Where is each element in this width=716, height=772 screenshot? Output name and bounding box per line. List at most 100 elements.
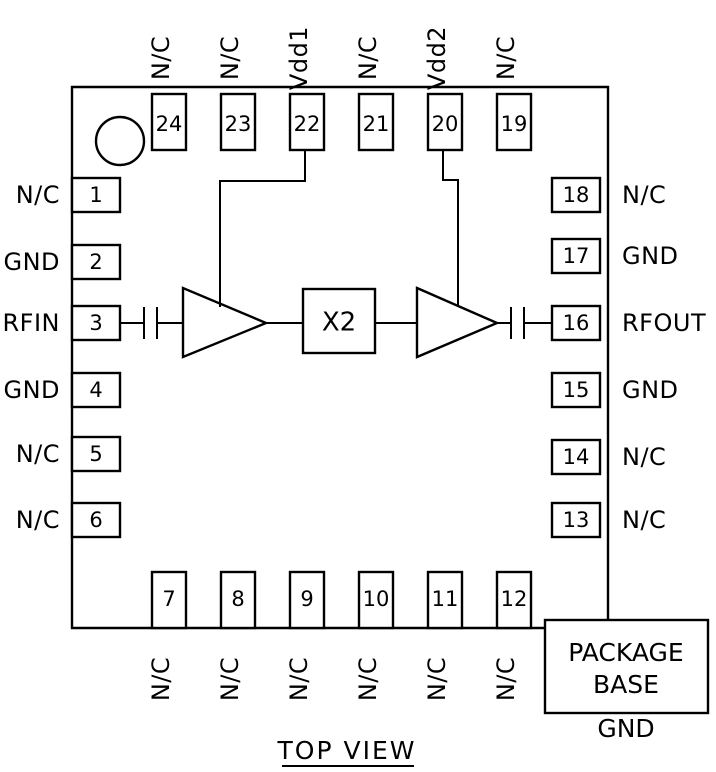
bottom-pin-group: 7 N/C 8 N/C 9 N/C 10 N/C 11 N/C xyxy=(147,570,533,701)
frequency-multiplier-block xyxy=(301,287,377,355)
pin-number-19: 19 xyxy=(501,112,528,136)
pin-pad-rect[interactable] xyxy=(550,371,602,409)
pin-pad-15[interactable]: 15 GND xyxy=(550,371,679,409)
pin-pad-rect[interactable] xyxy=(550,501,602,539)
pin-pad-rect[interactable] xyxy=(70,371,122,409)
pin-pad-rect[interactable] xyxy=(550,237,602,275)
top-pin-group: 24 N/C 23 N/C 22 Vdd1 21 N/C 20 Vdd2 xyxy=(147,26,533,152)
pin-number-13: 13 xyxy=(563,508,590,532)
pin-label-21: N/C xyxy=(354,36,382,80)
pin-label-4: GND xyxy=(3,376,60,404)
pin-pad-rect[interactable] xyxy=(219,570,257,630)
pin-label-12: N/C xyxy=(492,657,520,701)
pin-pad-rect[interactable] xyxy=(219,92,257,152)
multiplier-label: X2 xyxy=(322,308,356,338)
pin-pad-rect[interactable] xyxy=(495,92,533,152)
pin-number-1: 1 xyxy=(89,183,102,207)
pin-pad-rect[interactable] xyxy=(357,92,395,152)
pin-pad-24[interactable]: 24 N/C xyxy=(147,36,188,152)
pin-pad-21[interactable]: 21 N/C xyxy=(354,36,395,152)
pin-pad-rect[interactable] xyxy=(70,304,122,342)
pin-pad-9[interactable]: 9 N/C xyxy=(285,570,326,701)
pin-pad-rect[interactable] xyxy=(150,570,188,630)
view-title: TOP VIEW xyxy=(277,736,417,765)
pin-label-23: N/C xyxy=(216,36,244,80)
pin-label-16: RFOUT xyxy=(622,309,706,337)
pin-label-9: N/C xyxy=(285,657,313,701)
pin-pad-6[interactable]: 6 N/C xyxy=(16,501,122,539)
pin-number-7: 7 xyxy=(162,587,175,611)
pin-pad-rect[interactable] xyxy=(550,438,602,476)
pin-pad-rect[interactable] xyxy=(357,570,395,630)
pin-number-3: 3 xyxy=(89,311,102,335)
pin-pad-rect[interactable] xyxy=(70,243,122,281)
pin-label-5: N/C xyxy=(16,440,60,468)
pin-pad-20[interactable]: 20 Vdd2 xyxy=(423,26,464,152)
pin-number-9: 9 xyxy=(300,587,313,611)
pin-number-22: 22 xyxy=(294,112,321,136)
pin-number-14: 14 xyxy=(563,445,590,469)
pin-pad-14[interactable]: 14 N/C xyxy=(550,438,666,476)
pin-pad-17[interactable]: 17 GND xyxy=(550,237,679,275)
pin-pad-2[interactable]: 2 GND xyxy=(3,243,122,281)
pin-number-10: 10 xyxy=(363,587,390,611)
dc-block-cap-in-icon xyxy=(143,307,184,339)
pin-label-7: N/C xyxy=(147,657,175,701)
pin-pad-rect[interactable] xyxy=(426,92,464,152)
pin-pad-23[interactable]: 23 N/C xyxy=(216,36,257,152)
pin-pad-8[interactable]: 8 N/C xyxy=(216,570,257,701)
dc-block-cap-out-icon xyxy=(496,307,553,339)
pin-label-18: N/C xyxy=(622,181,666,209)
pin-pad-11[interactable]: 11 N/C xyxy=(423,570,464,701)
pin-number-8: 8 xyxy=(231,587,244,611)
pin-pad-rect[interactable] xyxy=(550,176,602,214)
package-base-box xyxy=(543,618,710,715)
pin-pad-5[interactable]: 5 N/C xyxy=(16,435,122,473)
pin-pad-rect[interactable] xyxy=(288,92,326,152)
pin-number-16: 16 xyxy=(563,311,590,335)
pin-label-11: N/C xyxy=(423,657,451,701)
pin-pad-13[interactable]: 13 N/C xyxy=(550,501,666,539)
pin-pad-rect[interactable] xyxy=(288,570,326,630)
pin-number-11: 11 xyxy=(432,587,459,611)
pin-pad-19[interactable]: 19 N/C xyxy=(492,36,533,152)
pin-number-23: 23 xyxy=(225,112,252,136)
pin-label-20: Vdd2 xyxy=(423,26,451,90)
pin-pad-7[interactable]: 7 N/C xyxy=(147,570,188,701)
pin-number-18: 18 xyxy=(563,183,590,207)
pin-number-6: 6 xyxy=(89,508,102,532)
package-base-line2: BASE xyxy=(593,670,659,699)
pin-pad-rect[interactable] xyxy=(550,304,602,342)
pin-number-4: 4 xyxy=(89,378,102,402)
amplifier-1-icon xyxy=(181,286,270,359)
pin-pad-3[interactable]: 3 RFIN xyxy=(2,304,122,342)
pin-number-2: 2 xyxy=(89,250,102,274)
pin-pad-rect[interactable] xyxy=(426,570,464,630)
pin-pad-rect[interactable] xyxy=(495,570,533,630)
pin-pad-4[interactable]: 4 GND xyxy=(3,371,122,409)
pin-number-5: 5 xyxy=(89,442,102,466)
pin-label-17: GND xyxy=(622,242,679,270)
pin-label-1: N/C xyxy=(16,181,60,209)
pin-pad-rect[interactable] xyxy=(70,501,122,539)
vdd1-supply-trace xyxy=(219,149,306,307)
pin-pad-18[interactable]: 18 N/C xyxy=(550,176,666,214)
pin-pad-1[interactable]: 1 N/C xyxy=(16,176,122,214)
pin-label-14: N/C xyxy=(622,443,666,471)
pin-pad-12[interactable]: 12 N/C xyxy=(492,570,533,701)
pin-label-10: N/C xyxy=(354,657,382,701)
pin-number-15: 15 xyxy=(563,378,590,402)
package-base-line1: PACKAGE xyxy=(568,638,683,667)
pin-label-2: GND xyxy=(3,248,60,276)
pin-pad-rect[interactable] xyxy=(70,176,122,214)
pin-pad-22[interactable]: 22 Vdd1 xyxy=(285,26,326,152)
pin-pad-16[interactable]: 16 RFOUT xyxy=(550,304,706,342)
pin-number-12: 12 xyxy=(501,587,528,611)
pin-label-22: Vdd1 xyxy=(285,26,313,90)
pin-pad-rect[interactable] xyxy=(70,435,122,473)
pin-pad-rect[interactable] xyxy=(150,92,188,152)
vdd2-supply-trace xyxy=(442,149,459,306)
pin-pad-10[interactable]: 10 N/C xyxy=(354,570,395,701)
